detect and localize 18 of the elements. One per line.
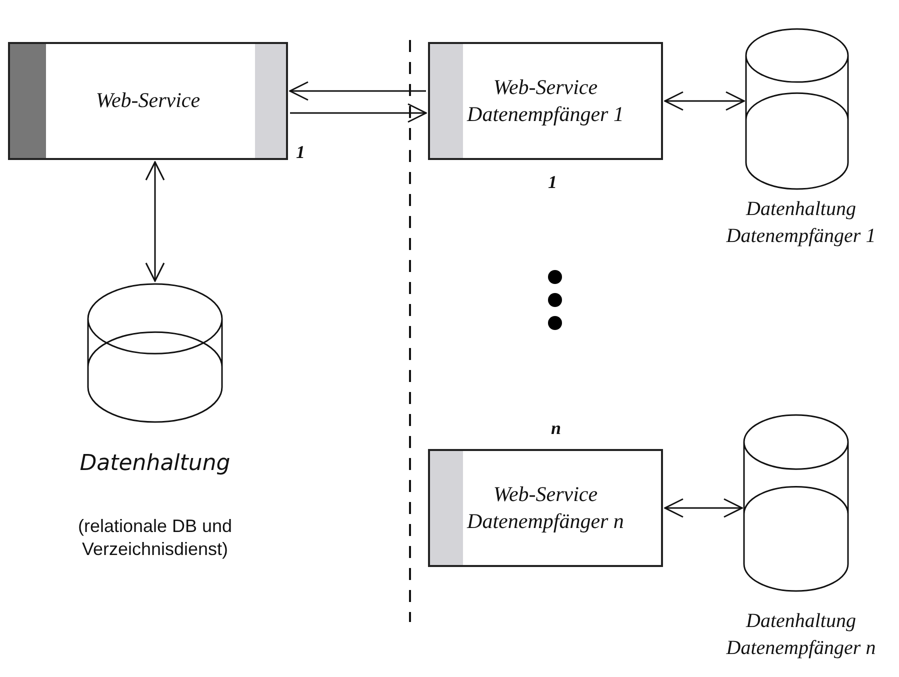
node-label: Datenhaltung Datenempfänger 1 [725, 197, 877, 249]
node-label: Web-Service [96, 87, 200, 114]
arrow [664, 498, 743, 518]
instance-number: 1 [296, 142, 305, 163]
instance-number: n [551, 418, 562, 439]
node-label: Web-Service Datenempfänger n [466, 480, 625, 535]
instance-number: 1 [548, 172, 557, 193]
service-box [428, 42, 663, 160]
node-label: Web-Service Datenempfänger 1 [466, 74, 625, 128]
arrow [289, 81, 426, 101]
arrow [145, 161, 165, 282]
arrow [664, 91, 745, 111]
node-subtitle: (relationale DB und Verzeichnisdienst) [76, 515, 234, 562]
node-label: Datenhaltung Datenempfänger n [725, 609, 877, 661]
service-box [428, 449, 663, 567]
node-label: Datenhaltung [78, 451, 232, 476]
service-box [8, 42, 288, 160]
arrow [290, 103, 427, 123]
